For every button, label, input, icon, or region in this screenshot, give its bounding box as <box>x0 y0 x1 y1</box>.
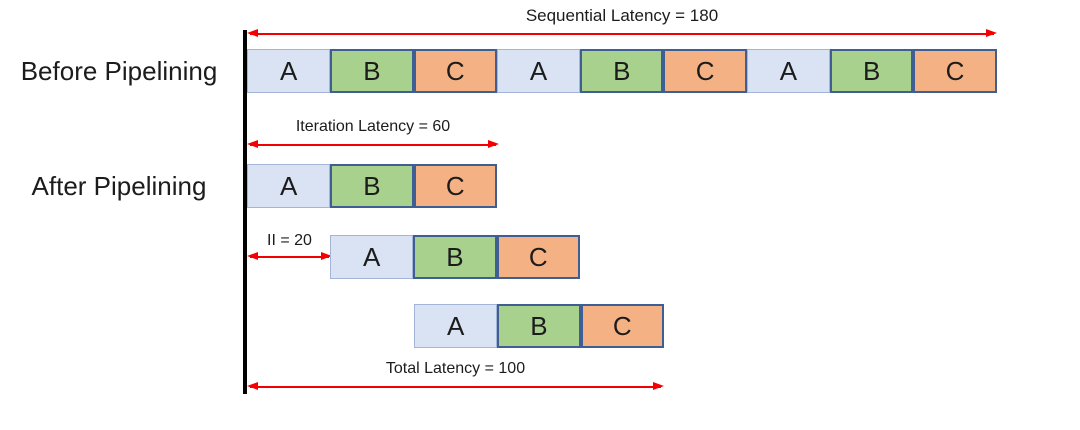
initiation-interval-caption: II = 20 <box>267 232 312 249</box>
stage-block-a: A <box>746 49 831 93</box>
stage-block-a: A <box>414 304 498 348</box>
stage-block-c: C <box>413 164 497 208</box>
arrow-line <box>250 143 496 146</box>
stage-block-b: B <box>580 49 664 93</box>
stage-block-b: B <box>830 49 914 93</box>
arrow-head-right-icon <box>986 29 997 37</box>
arrow-head-right-icon <box>321 252 332 260</box>
stage-block-b: B <box>497 304 581 348</box>
iteration-latency-caption: Iteration Latency = 60 <box>295 118 451 135</box>
sequential-latency-arrow <box>247 29 997 38</box>
arrow-head-right-icon <box>653 382 664 390</box>
timeline-start-line <box>243 30 247 394</box>
arrow-line <box>250 255 329 258</box>
stage-block-a: A <box>496 49 581 93</box>
total-latency-caption: Total Latency = 100 <box>385 360 526 377</box>
sequential-latency-caption: Sequential Latency = 180 <box>525 6 719 25</box>
stage-block-a: A <box>330 235 414 279</box>
stage-block-c: C <box>663 49 747 93</box>
total-latency-arrow <box>247 382 664 391</box>
stage-block-c: C <box>413 49 497 93</box>
arrow-line <box>250 385 661 388</box>
stage-block-c: C <box>496 235 580 279</box>
stage-block-a: A <box>247 49 331 93</box>
stage-block-c: C <box>580 304 664 348</box>
stage-block-b: B <box>330 49 414 93</box>
before-pipelining-label: Before Pipelining <box>20 55 218 86</box>
arrow-head-right-icon <box>488 140 499 148</box>
stage-block-b: B <box>413 235 497 279</box>
arrow-line <box>250 32 994 35</box>
stage-block-a: A <box>247 164 331 208</box>
initiation-interval-arrow <box>247 252 332 261</box>
iteration-latency-arrow <box>247 140 499 149</box>
stage-block-c: C <box>913 49 997 93</box>
stage-block-b: B <box>330 164 414 208</box>
after-pipelining-label: After Pipelining <box>31 170 207 201</box>
